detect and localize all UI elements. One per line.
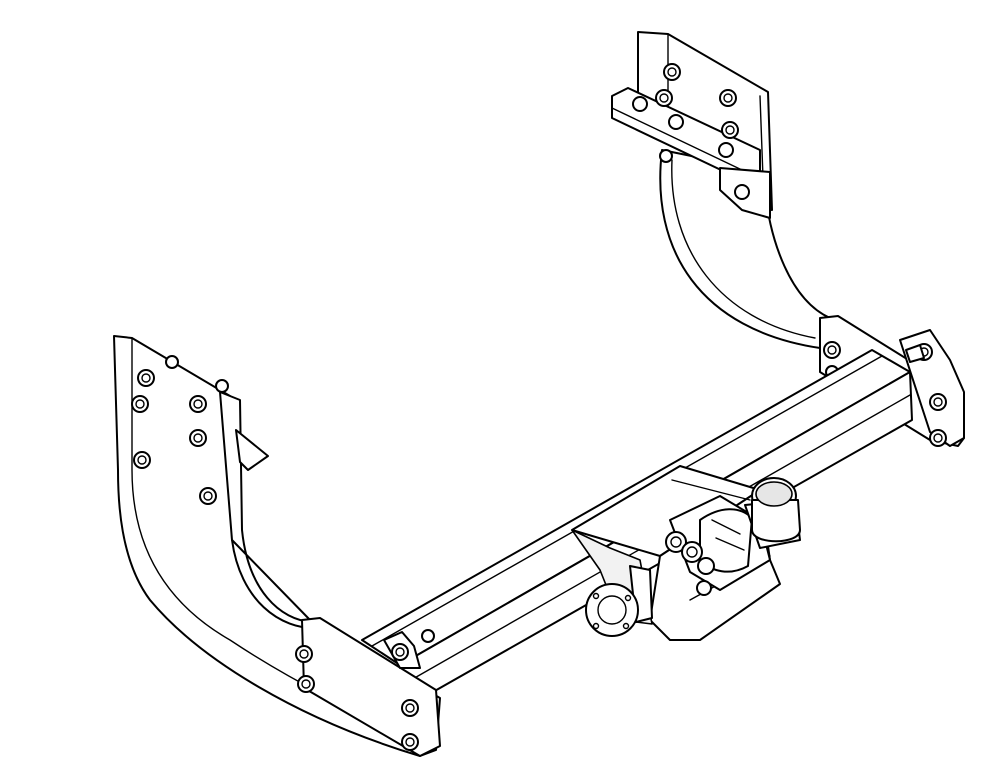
socket-flange <box>585 565 653 637</box>
left-bracket-bolts <box>131 355 435 751</box>
left-mounting-bracket <box>113 335 441 757</box>
right-bracket-bolts <box>632 63 750 200</box>
tow-ball-coupling <box>665 477 801 596</box>
right-mounting-bracket <box>611 31 831 349</box>
